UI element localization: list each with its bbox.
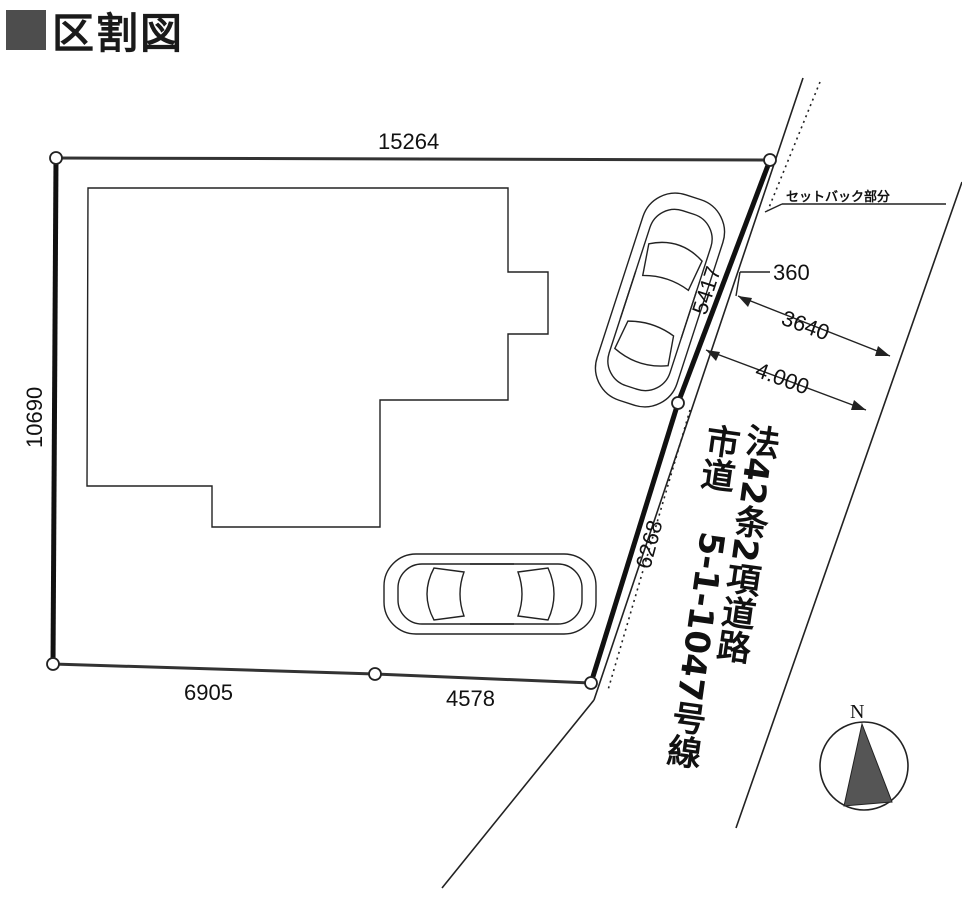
north-compass: N (819, 701, 909, 811)
road-planned-width: 4.000 (752, 357, 812, 399)
car-icon (383, 553, 597, 635)
leader-line (735, 271, 741, 297)
dimension-line (737, 295, 891, 357)
setback-line (767, 81, 821, 211)
leader-line (764, 203, 783, 213)
arrowhead (851, 400, 866, 410)
lot-boundary-bottom (374, 672, 592, 685)
arrowhead (875, 346, 890, 356)
car-icon (594, 192, 726, 408)
road-edge-line (441, 699, 595, 889)
dimension-bottom-right: 4578 (446, 686, 495, 711)
lot-boundary-left (50, 157, 59, 665)
road-current-width: 3640 (778, 305, 833, 345)
setback-depth: 360 (773, 260, 810, 285)
boundary-point (763, 153, 777, 167)
lot-frontage-line (588, 402, 681, 684)
dimension-line (705, 349, 867, 411)
boundary-point (46, 657, 60, 671)
arrowhead (706, 350, 720, 361)
lot-frontage-line (675, 159, 773, 404)
page-title: 区割図 (52, 8, 185, 58)
arrowhead (738, 296, 752, 307)
lot-boundary-top (55, 156, 771, 162)
boundary-point (584, 676, 598, 690)
road-name-label: 市道 (693, 420, 742, 494)
boundary-point (49, 151, 63, 165)
setback-label: セットバック部分 (786, 189, 890, 205)
setback-line (607, 409, 691, 691)
lot-boundary-bottom (52, 662, 376, 676)
title: 区割図 (6, 4, 184, 58)
road-edge-line (593, 77, 804, 701)
building-footprint (86, 187, 549, 528)
north-arrow-icon (843, 722, 893, 807)
dimension-frontage-lower: 6268 (631, 518, 668, 572)
boundary-point (368, 667, 382, 681)
boundary-point (671, 396, 685, 410)
road-far-edge-line (735, 181, 962, 829)
north-label: N (850, 701, 864, 723)
title-marker (6, 10, 46, 50)
dimension-bottom-left: 6905 (184, 680, 233, 705)
dimension-top: 15264 (378, 129, 439, 154)
dimension-left: 10690 (22, 387, 47, 448)
